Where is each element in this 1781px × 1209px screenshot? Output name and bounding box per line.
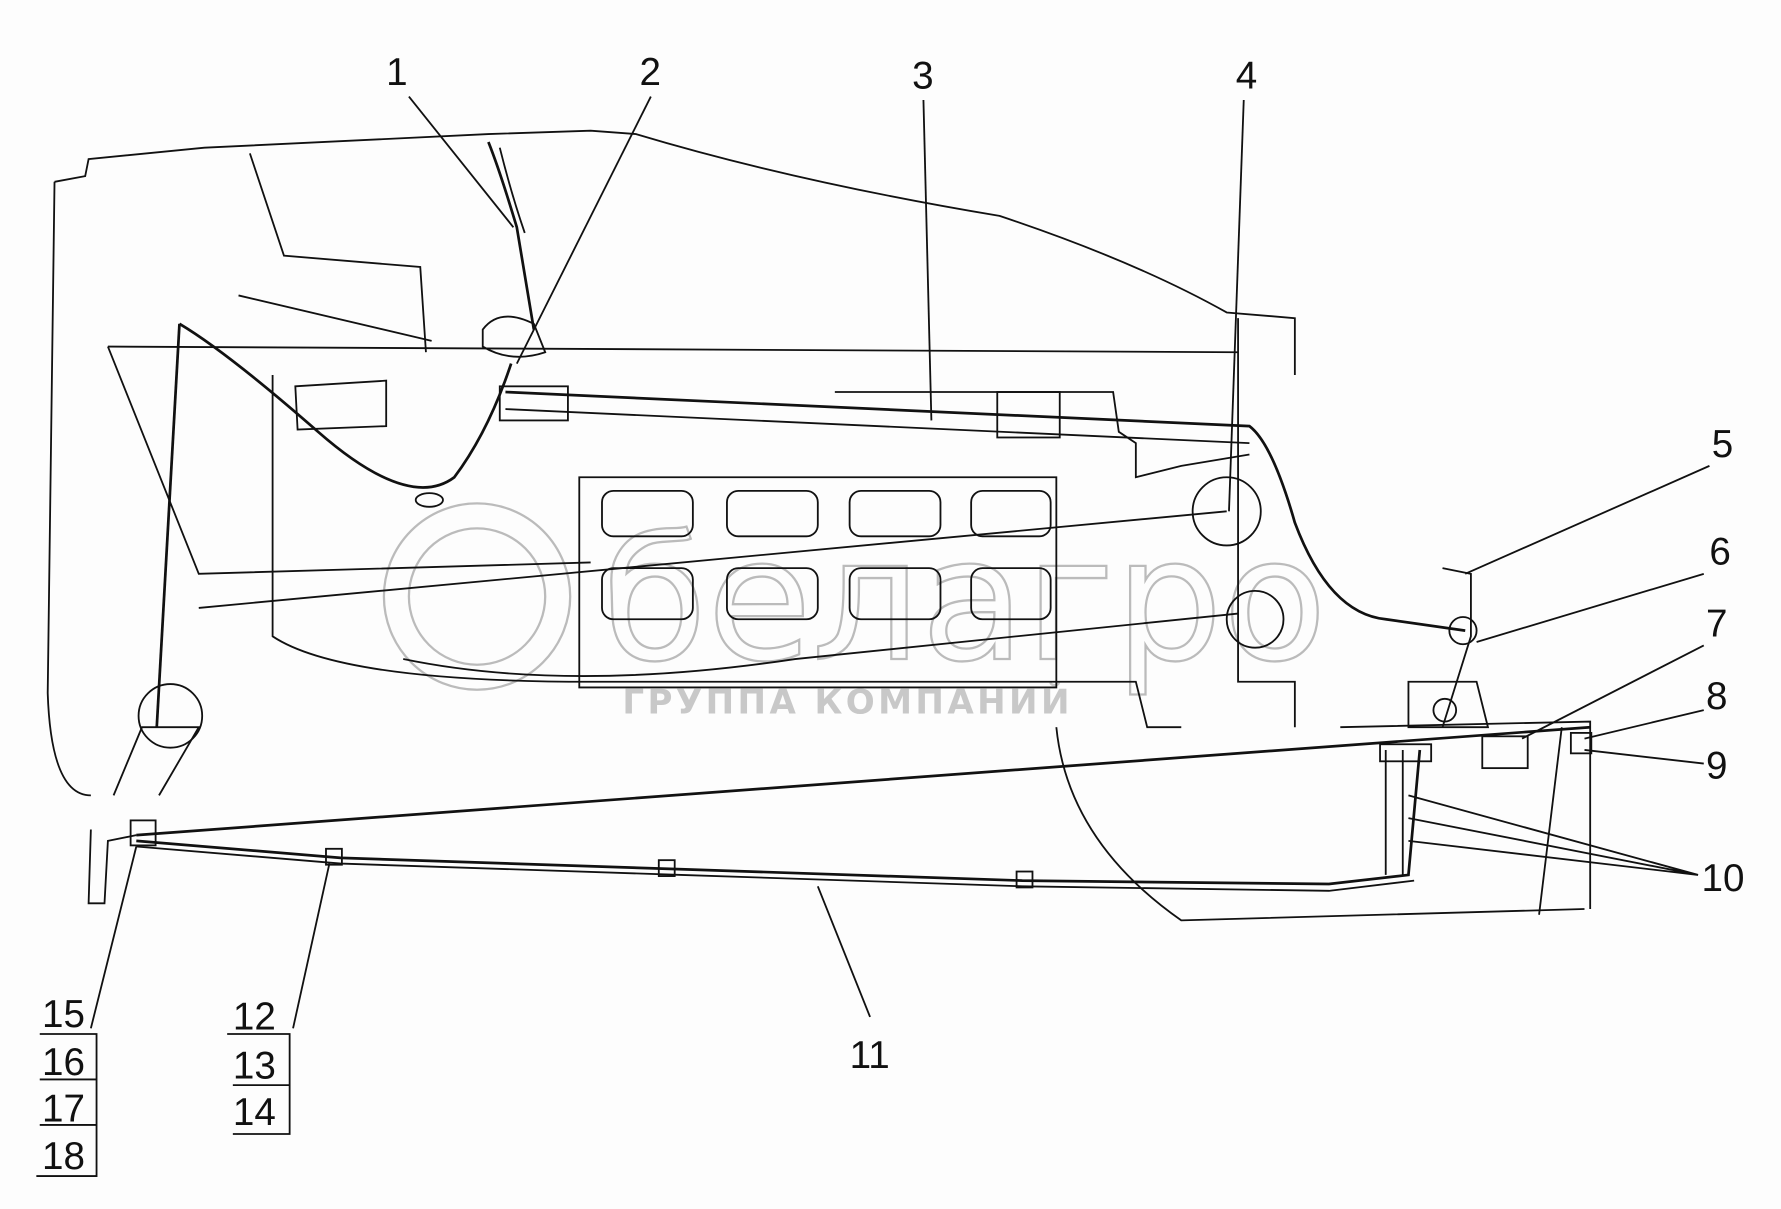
- shift-linkage: [112, 141, 1490, 796]
- callout-10: 10: [1701, 857, 1744, 900]
- callout-labels: 1 2 3 4 5 6 7 8 9 10 11 12 13 14 15 16 1…: [42, 51, 1744, 1178]
- callout-7: 7: [1706, 602, 1727, 645]
- callout-9: 9: [1706, 744, 1727, 787]
- hydraulic-lines: [87, 725, 1593, 905]
- callout-5: 5: [1712, 423, 1733, 466]
- leader-lines: [36, 96, 1710, 1177]
- callout-6: 6: [1709, 531, 1730, 574]
- callout-14: 14: [233, 1091, 276, 1134]
- callout-17: 17: [42, 1088, 85, 1131]
- callout-11: 11: [850, 1034, 890, 1077]
- callout-1: 1: [386, 51, 407, 94]
- callout-15: 15: [42, 993, 85, 1036]
- callout-3: 3: [912, 55, 933, 98]
- callout-16: 16: [42, 1041, 85, 1084]
- watermark-subtitle: ГРУППА КОМПАНИЙ: [622, 682, 1072, 723]
- callout-12: 12: [233, 995, 276, 1038]
- callout-4: 4: [1236, 55, 1257, 98]
- cab-outline: [46, 129, 1296, 797]
- gearbox-block: [198, 318, 1592, 922]
- callout-18: 18: [42, 1135, 85, 1178]
- callout-13: 13: [233, 1044, 276, 1087]
- callout-8: 8: [1706, 675, 1727, 718]
- callout-2: 2: [639, 51, 660, 94]
